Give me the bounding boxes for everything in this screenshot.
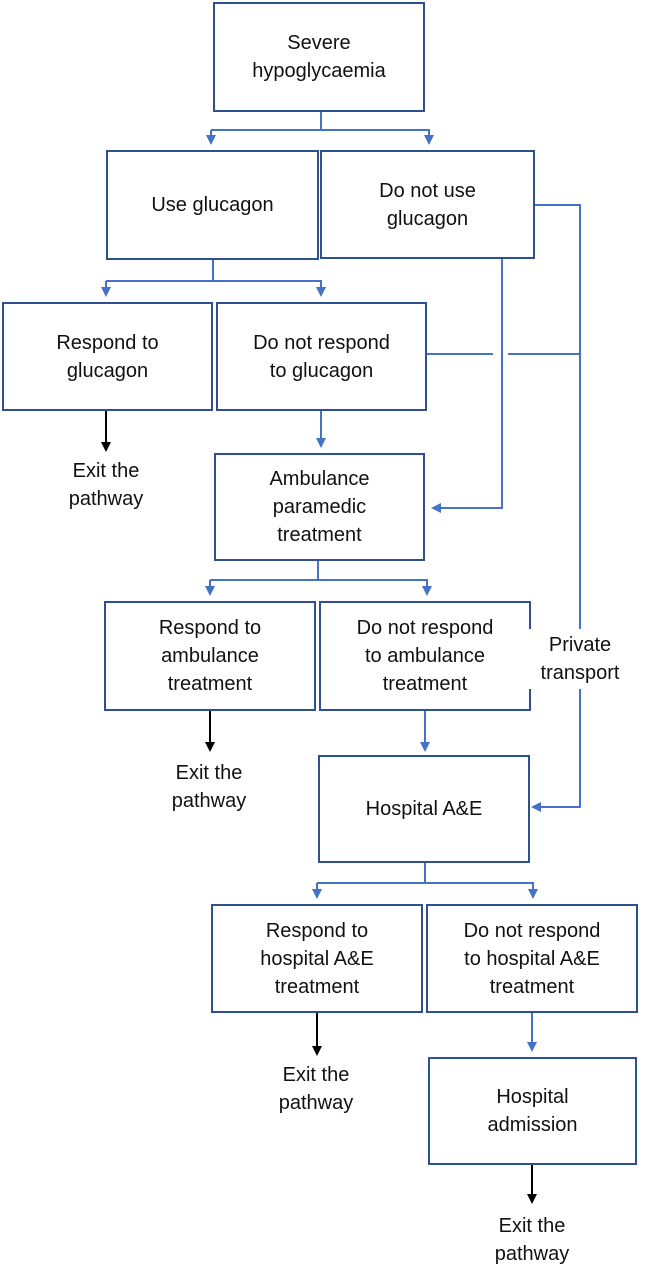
exit-label-1: Exit the pathway	[68, 460, 144, 510]
node-label: Severe hypoglycaemia	[252, 32, 386, 82]
node-do-not-use-glucagon: Do not use glucagon	[320, 150, 535, 259]
node-label: Do not use glucagon	[379, 179, 476, 230]
node-respond-to-hospital-ae-treatment: Respond to hospital A&E treatment	[211, 904, 423, 1013]
node-hospital-admission: Hospital admission	[428, 1057, 637, 1165]
edge-no-glucagon-to-private-transport	[535, 204, 581, 354]
node-respond-to-glucagon: Respond to glucagon	[2, 302, 213, 411]
node-label: Hospital A&E	[365, 798, 483, 820]
node-do-not-respond-to-ambulance-treatment: Do not respond to ambulance treatment	[319, 601, 531, 711]
node-label: Do not respond to glucagon	[253, 331, 390, 382]
node-do-not-respond-to-hospital-ae-treatment: Do not respond to hospital A&E treatment	[426, 904, 638, 1013]
edge-to-no-glucagon	[211, 129, 434, 145]
node-ambulance-paramedic-treatment: Ambulance paramedic treatment	[214, 453, 425, 561]
edge-to-no-respond-glucagon	[106, 280, 326, 297]
edge-no-glucagon-to-ambulance	[431, 258, 503, 513]
edge-private-transport-to-hospital	[531, 354, 581, 812]
node-label: Respond to glucagon	[56, 331, 159, 382]
node-severe-hypoglycaemia: Severe hypoglycaemia	[213, 2, 425, 112]
node-label: Respond to ambulance treatment	[158, 617, 262, 695]
edge-to-no-respond-hospital	[317, 882, 538, 899]
node-label: Do not respond to hospital A&E treatment	[463, 919, 601, 998]
node-label: Use glucagon	[151, 194, 274, 216]
node-respond-to-ambulance-treatment: Respond to ambulance treatment	[104, 601, 316, 711]
exit-label-3: Exit the pathway	[278, 1064, 354, 1114]
edge-to-no-respond-ambulance	[210, 579, 432, 596]
exit-label-4: Exit the pathway	[494, 1215, 570, 1265]
exit-label-2: Exit the pathway	[171, 762, 247, 812]
node-hospital-ae: Hospital A&E	[318, 755, 530, 863]
node-label: Respond to hospital A&E treatment	[260, 919, 374, 998]
node-label: Ambulance paramedic treatment	[269, 468, 370, 546]
node-do-not-respond-to-glucagon: Do not respond to glucagon	[216, 302, 427, 411]
node-label: Do not respond to ambulance treatment	[356, 617, 494, 695]
node-label: Hospital admission	[487, 1086, 578, 1136]
private-transport-label: Private transport	[528, 629, 632, 689]
node-use-glucagon: Use glucagon	[106, 150, 319, 260]
